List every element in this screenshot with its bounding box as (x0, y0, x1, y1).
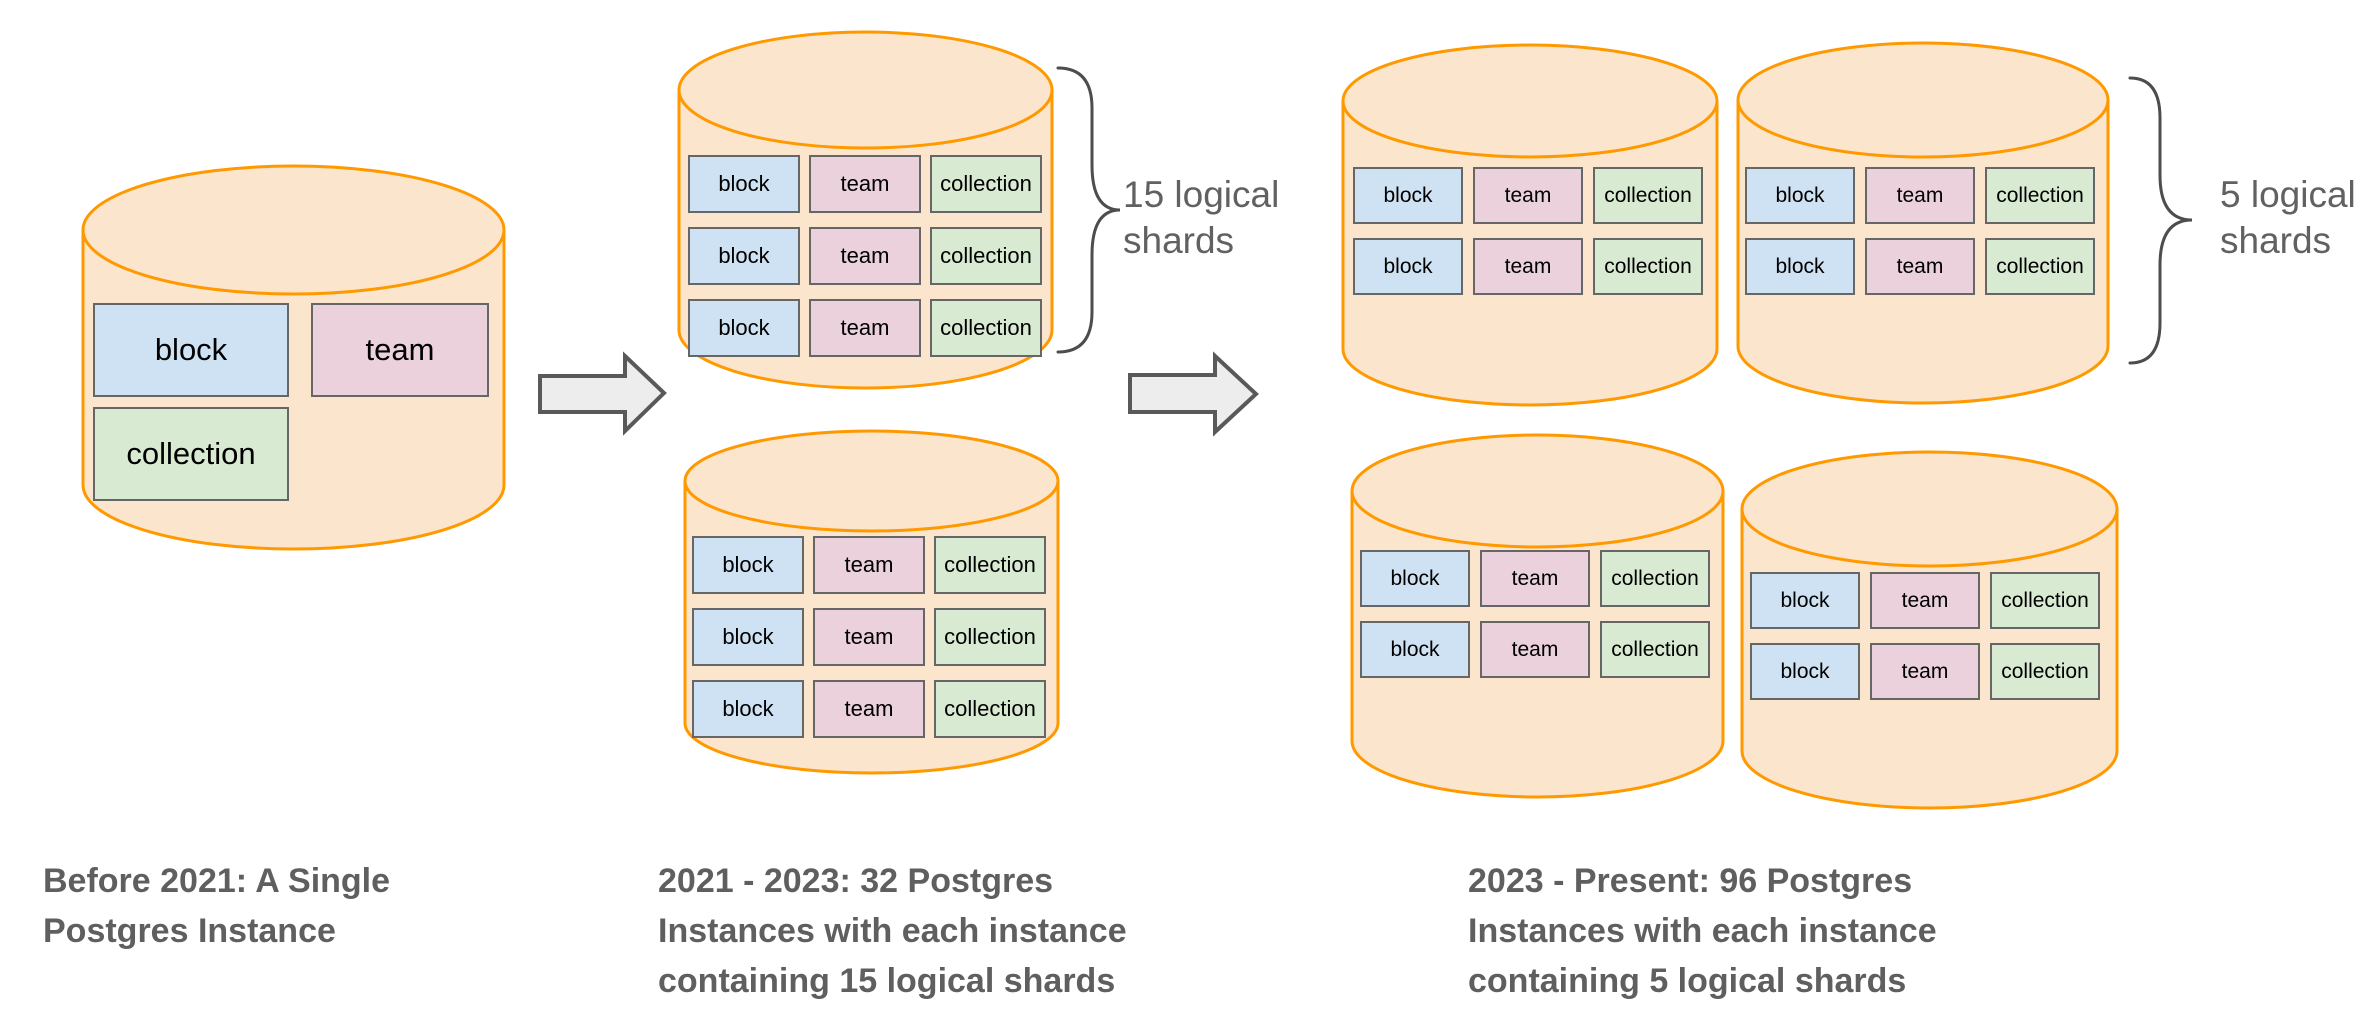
table-box-block: block (692, 608, 804, 666)
table-box-collection: collection (1600, 621, 1710, 678)
table-box-block: block (1750, 572, 1860, 629)
database-cylinder-top-edge (1341, 100, 1719, 159)
database-cylinder-top-edge (1740, 508, 2119, 568)
caption-line: containing 15 logical shards (658, 962, 1116, 1000)
database-cylinder (1341, 43, 1719, 407)
table-box-block: block (692, 680, 804, 738)
table-box-team: team (809, 155, 921, 213)
database-cylinder (1740, 450, 2119, 810)
table-box-block: block (1353, 238, 1463, 295)
right-arrow-icon (1128, 351, 1259, 437)
table-box-block: block (688, 155, 800, 213)
table-box-collection: collection (1990, 643, 2100, 700)
shard-brace (2128, 76, 2193, 365)
database-cylinder (1350, 433, 1725, 799)
table-box-collection: collection (93, 407, 289, 501)
caption-line: Instances with each instance (658, 912, 1127, 950)
database-cylinder-top-edge (677, 89, 1054, 150)
table-box-collection: collection (1990, 572, 2100, 629)
shard-count-line: 5 logical (2220, 174, 2356, 215)
table-box-collection: collection (1985, 238, 2095, 295)
table-box-collection: collection (930, 299, 1042, 357)
table-box-team: team (1870, 572, 1980, 629)
table-box-team: team (1870, 643, 1980, 700)
shard-count-line: 15 logical (1123, 174, 1280, 215)
table-box-collection: collection (934, 680, 1046, 738)
table-box-team: team (809, 227, 921, 285)
table-box-collection: collection (930, 155, 1042, 213)
shard-count-label: 15 logical shards (1123, 172, 1279, 264)
shard-count-label: 5 logical shards (2220, 172, 2356, 264)
table-box-team: team (1473, 238, 1583, 295)
table-box-collection: collection (934, 536, 1046, 594)
caption-line: 2021 - 2023: 32 Postgres (658, 862, 1054, 900)
table-box-block: block (1353, 167, 1463, 224)
table-box-collection: collection (1985, 167, 2095, 224)
table-box-collection: collection (934, 608, 1046, 666)
database-cylinder-top-edge (1350, 490, 1725, 549)
table-box-collection: collection (930, 227, 1042, 285)
stage-caption-before-2021: Before 2021: A Single Postgres Instance (43, 856, 390, 956)
table-box-team: team (809, 299, 921, 357)
caption-line: Instances with each instance (1468, 912, 1937, 950)
right-arrow-icon (538, 351, 667, 436)
table-box-block: block (688, 227, 800, 285)
table-box-block: block (688, 299, 800, 357)
caption-line: Before 2021: A Single (43, 862, 391, 900)
table-box-team: team (311, 303, 489, 397)
table-box-block: block (93, 303, 289, 397)
caption-line: 2023 - Present: 96 Postgres (1468, 862, 1913, 900)
table-box-team: team (813, 536, 925, 594)
database-cylinder-top-edge (81, 229, 506, 296)
database-cylinder-top-edge (1736, 99, 2110, 159)
table-box-team: team (813, 608, 925, 666)
table-box-block: block (1745, 167, 1855, 224)
table-box-team: team (1473, 167, 1583, 224)
table-box-team: team (1480, 621, 1590, 678)
table-box-block: block (1745, 238, 1855, 295)
table-box-team: team (813, 680, 925, 738)
database-cylinder-top-edge (683, 480, 1060, 533)
table-box-team: team (1480, 550, 1590, 607)
shard-brace (1056, 66, 1121, 354)
caption-line: containing 5 logical shards (1468, 962, 1907, 1000)
table-box-block: block (1750, 643, 1860, 700)
table-box-team: team (1865, 167, 1975, 224)
table-box-team: team (1865, 238, 1975, 295)
table-box-collection: collection (1600, 550, 1710, 607)
table-box-block: block (692, 536, 804, 594)
caption-line: Postgres Instance (43, 912, 336, 950)
table-box-block: block (1360, 550, 1470, 607)
shard-count-line: shards (1123, 220, 1235, 261)
table-box-collection: collection (1593, 238, 1703, 295)
stage-caption-2023-present: 2023 - Present: 96 Postgres Instances wi… (1468, 856, 1937, 1006)
shard-count-line: shards (2220, 220, 2332, 261)
table-box-block: block (1360, 621, 1470, 678)
table-box-collection: collection (1593, 167, 1703, 224)
stage-caption-2021-2023: 2021 - 2023: 32 Postgres Instances with … (658, 856, 1127, 1006)
